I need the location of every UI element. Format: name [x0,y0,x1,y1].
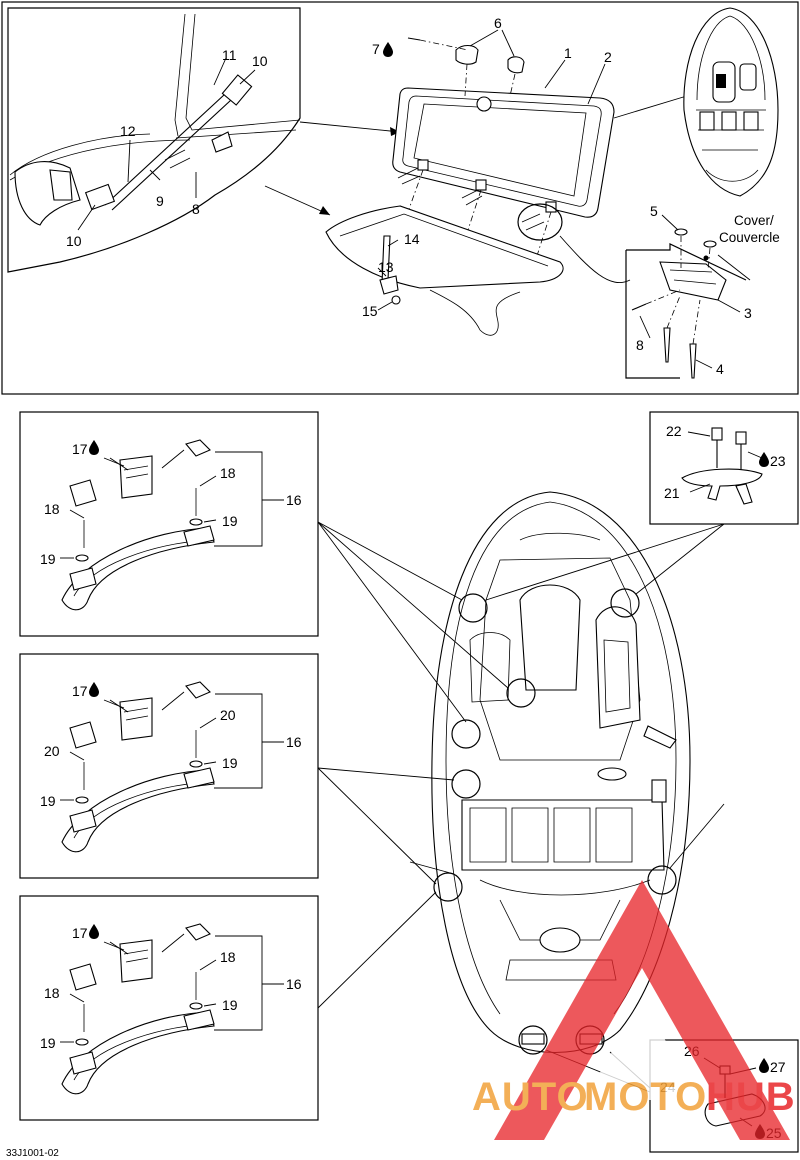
adhesive-drop-icon [89,924,99,939]
callout-22: 22 [666,423,682,439]
cover-label-line2: Couvercle [719,230,780,245]
p2-callout-19a: 19 [40,793,56,809]
adhesive-drop-icon [383,42,393,57]
callout-8a: 8 [192,201,200,217]
watermark-text-auto: AUTO [472,1075,589,1119]
p1-callout-18a: 18 [44,501,60,517]
callout-6: 6 [494,15,502,31]
callout-23: 23 [770,453,786,469]
p3-callout-17: 17 [72,925,88,941]
p2-callout-19b: 19 [222,755,238,771]
hinge-detail [625,214,751,379]
p3-callout-19a: 19 [40,1035,56,1051]
p2-callout-17: 17 [72,683,88,699]
callout-21: 21 [664,485,680,501]
p1-callout-18b: 18 [220,465,236,481]
cleat-assembly [681,427,763,505]
bumper-assembly-3 [60,923,284,1095]
watermark-logo-triangle [494,880,790,1140]
callout-2: 2 [604,49,612,65]
p1-callout-19a: 19 [40,551,56,567]
callout-15: 15 [362,303,378,319]
callout-4: 4 [716,361,724,377]
bumper-panel-1 [19,411,319,637]
figure-code: 33J1001-02 [6,1148,59,1159]
callout-5: 5 [650,203,658,219]
callout-10b: 10 [66,233,82,249]
cover-label-line1: Cover/ [734,213,774,228]
callout-11: 11 [222,47,237,63]
callout-8b: 8 [636,337,644,353]
storage-cover [392,87,615,218]
p1-callout-19b: 19 [222,513,238,529]
p3-callout-19b: 19 [222,997,238,1013]
detail-arrow-2 [264,185,331,216]
callout-labels: 6 7 1 2 11 10 12 9 8 10 14 13 15 5 Cover… [6,15,786,1159]
callout-10a: 10 [252,53,268,69]
callout-1: 1 [564,45,572,61]
p2-callout-20b: 20 [220,707,236,723]
callout-14: 14 [404,231,420,247]
watercraft-thumbnail [683,7,779,197]
latch-detail [377,235,401,311]
damper-detail-inset [7,7,301,273]
p3-callout-18a: 18 [44,985,60,1001]
bumper-panel-2 [19,653,319,879]
p2-callout-20a: 20 [44,743,60,759]
watermark: AUTO MOTO HUB [472,880,796,1140]
callout-7: 7 [372,41,380,57]
bumper-assembly-2 [60,681,284,853]
p1-callout-17: 17 [72,441,88,457]
detail-arrow-1 [299,121,401,133]
p1-callout-16: 16 [286,492,302,508]
callout-13: 13 [378,259,394,275]
panel-leaders [317,521,725,1093]
callout-9: 9 [156,193,164,209]
adhesive-drop-icon [759,452,769,467]
bumper-assembly-1 [60,439,284,611]
adhesive-drop-icon [89,440,99,455]
adhesive-drop-icon [759,1058,769,1073]
watermark-text-moto: MOTO [584,1075,707,1119]
p3-callout-18b: 18 [220,949,236,965]
gaskets-and-screw [407,29,691,119]
adhesive-drop-icon [89,682,99,697]
p2-callout-16: 16 [286,734,302,750]
top-section-frame [1,1,799,395]
callout-3: 3 [744,305,752,321]
callout-12: 12 [120,123,136,139]
p3-callout-16: 16 [286,976,302,992]
watermark-text-hub: HUB [706,1075,796,1119]
callout-27: 27 [770,1059,786,1075]
